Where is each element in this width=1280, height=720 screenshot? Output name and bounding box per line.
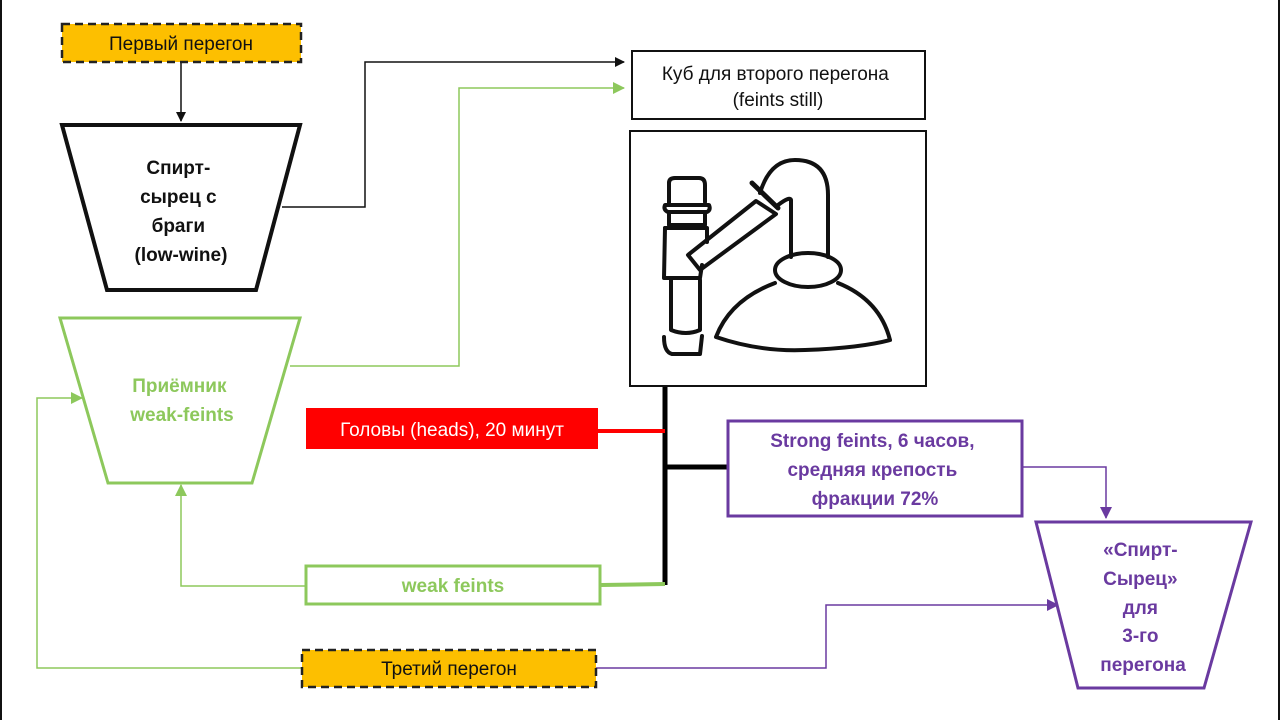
feints-still-title-box: Куб для второго перегона (feints still) xyxy=(631,50,926,120)
strong-feints-node: Strong feints, 6 часов, средняя крепость… xyxy=(726,419,1024,518)
weak-feints-label: weak feints xyxy=(401,576,504,597)
heads-label: Головы (heads), 20 минут xyxy=(340,420,564,441)
weak-feints-receiver: Приёмник weak-feints xyxy=(58,316,302,485)
spirit-for-third-vessel: «Спирт- Сырец» для 3-го перегона xyxy=(1034,520,1253,690)
connector-lowwine-to-still xyxy=(282,57,625,208)
spirit-for-third-label: «Спирт- Сырец» для 3-го перегона xyxy=(1100,540,1186,676)
first-distillation-label: Первый перегон xyxy=(109,34,253,55)
low-wine-label: Спирт- сырец с браги (low-wine) xyxy=(135,158,228,266)
connector-weak-feints xyxy=(600,582,666,587)
feints-still-label: Куб для второго перегона (feints still) xyxy=(662,64,894,111)
first-distillation-node: Первый перегон xyxy=(60,22,303,64)
heads-node: Головы (heads), 20 минут xyxy=(306,408,598,449)
low-wine-vessel: Спирт- сырец с браги (low-wine) xyxy=(59,123,303,292)
connector-receiver-to-still xyxy=(290,82,625,367)
weak-feints-receiver-label: Приёмник weak-feints xyxy=(129,376,233,426)
connector-third-to-spirit xyxy=(596,599,1059,669)
third-distillation-label: Третий перегон xyxy=(381,659,517,680)
strong-feints-label: Strong feints, 6 часов, средняя крепость… xyxy=(770,431,980,510)
weak-feints-node: weak feints xyxy=(304,564,602,606)
connector-third-to-receiver xyxy=(36,392,302,669)
connector-strong-to-spirit xyxy=(1022,466,1112,519)
pot-still-icon xyxy=(629,130,927,387)
connector-weakfeints-to-receiver xyxy=(175,484,306,587)
third-distillation-node: Третий перегон xyxy=(300,648,598,689)
